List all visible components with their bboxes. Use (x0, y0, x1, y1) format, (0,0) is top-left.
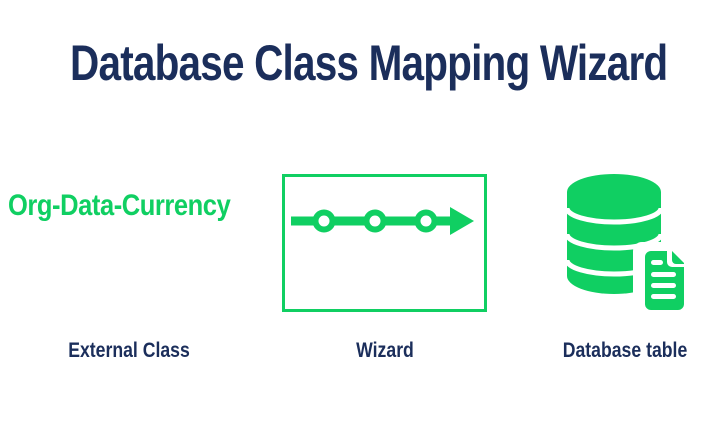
page-title-wrap: Database Class Mapping Wizard (0, 37, 710, 89)
wizard-step-dot (414, 209, 438, 233)
wizard-steps-icon (291, 207, 474, 235)
database-table-caption: Database table (562, 339, 688, 362)
wizard-box (282, 174, 487, 312)
page-title: Database Class Mapping Wizard (70, 35, 668, 91)
external-class-value: Org-Data-Currency (8, 189, 231, 222)
wizard-step-dot (363, 209, 387, 233)
wizard-step-dot (312, 209, 336, 233)
database-icon (564, 174, 691, 316)
wizard-caption: Wizard (356, 339, 414, 362)
external-class-caption: External Class (68, 339, 190, 362)
document-icon (633, 242, 691, 316)
